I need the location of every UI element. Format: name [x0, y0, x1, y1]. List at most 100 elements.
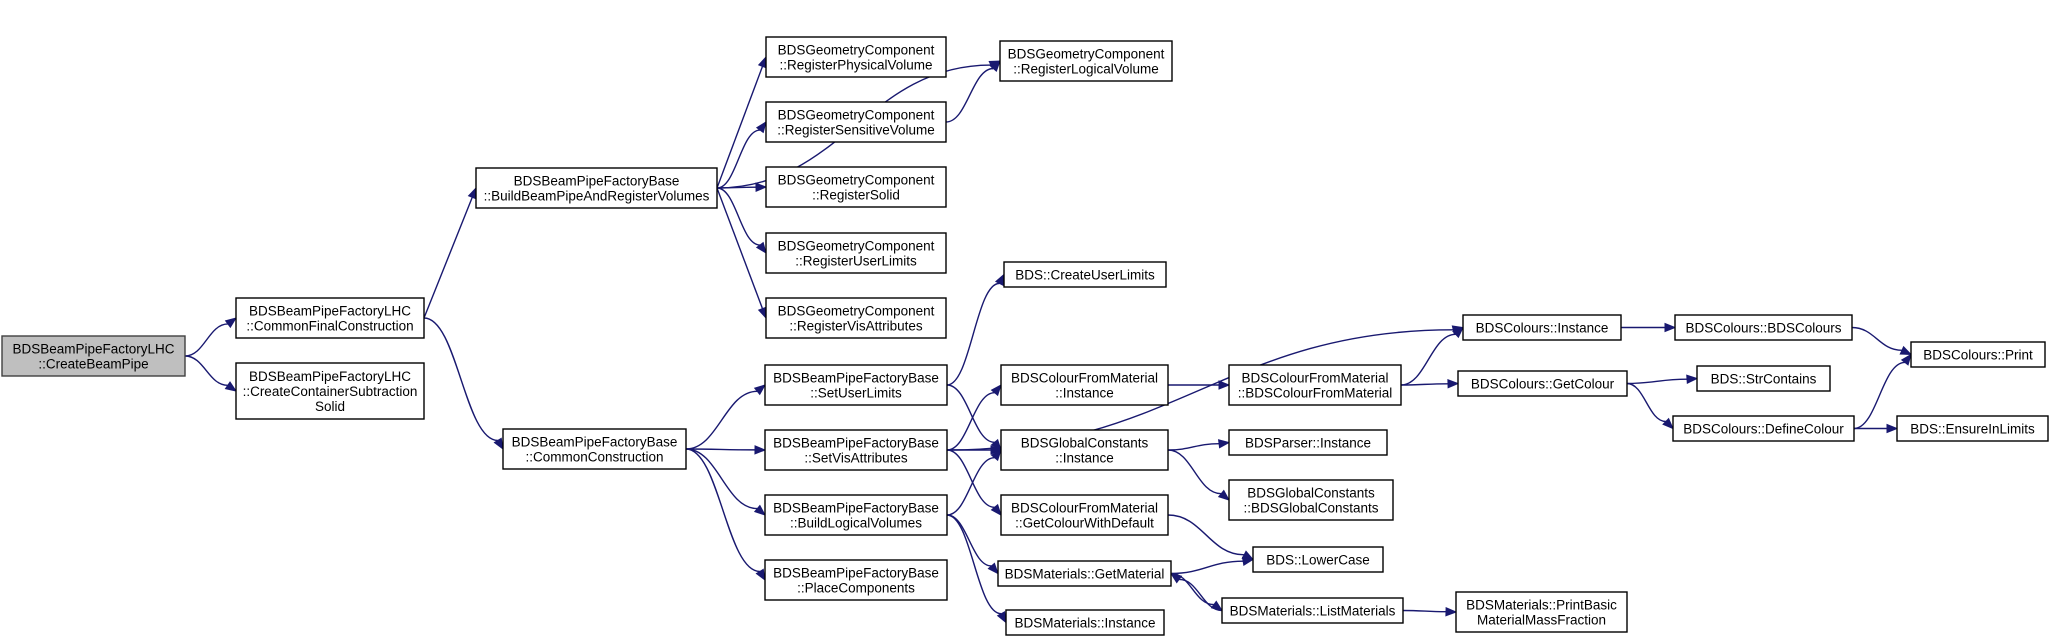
- edge-line: [423, 317, 498, 442]
- node-reguserlimits[interactable]: BDSGeometryComponent::RegisterUserLimits: [765, 232, 947, 274]
- edge-line: [1167, 443, 1220, 451]
- arrowhead: [989, 59, 1001, 73]
- node-regphysical[interactable]: BDSGeometryComponent::RegisterPhysicalVo…: [765, 36, 947, 78]
- node-box: [1000, 364, 1169, 406]
- node-label-line: BDSMaterials::Instance: [1014, 616, 1155, 631]
- edge-setuserlimits-to-globalconstants_instance: [946, 384, 1002, 452]
- arrowhead: [990, 503, 1002, 517]
- edge-buildandregister-to-regsensitive: [716, 120, 767, 189]
- node-regsensitive[interactable]: BDSGeometryComponent::RegisterSensitiveV…: [765, 101, 947, 143]
- node-commonfinal[interactable]: BDSBeamPipeFactoryLHC::CommonFinalConstr…: [235, 297, 425, 339]
- edge-line: [716, 187, 761, 246]
- edge-line: [685, 448, 760, 573]
- node-createcontainer[interactable]: BDSBeamPipeFactoryLHC::CreateContainerSu…: [235, 362, 425, 420]
- node-colours_ctor[interactable]: BDSColours::BDSColours: [1674, 314, 1853, 341]
- node-label-line: BDSGeometryComponent: [778, 239, 935, 254]
- node-regvisattr[interactable]: BDSGeometryComponent::RegisterVisAttribu…: [765, 297, 947, 339]
- arrowhead: [757, 306, 767, 320]
- node-colours_instance[interactable]: BDSColours::Instance: [1462, 314, 1622, 341]
- node-box: [999, 40, 1173, 82]
- edge-createbeampipe-to-createcontainer: [184, 355, 238, 392]
- node-createuserlimits[interactable]: BDS::CreateUserLimits: [1003, 261, 1167, 288]
- edge-line: [685, 448, 756, 451]
- arrowhead: [753, 384, 767, 396]
- node-globalconstants_ctor[interactable]: BDSGlobalConstants::BDSGlobalConstants: [1228, 479, 1394, 521]
- node-box: [1672, 415, 1855, 442]
- arrowhead: [755, 568, 766, 582]
- node-getcolourwithdefault[interactable]: BDSColourFromMaterial::GetColourWithDefa…: [1000, 494, 1169, 536]
- edge-line: [1851, 326, 1902, 352]
- edge-getcolourwithdefault-to-lowercase: [1167, 514, 1255, 561]
- node-strcontains[interactable]: BDS::StrContains: [1696, 365, 1831, 392]
- node-label-line: BDS::StrContains: [1711, 372, 1817, 387]
- arrowhead: [1452, 326, 1464, 339]
- node-label-line: ::CommonConstruction: [525, 450, 663, 465]
- node-box: [1457, 370, 1628, 397]
- node-colourfrommat_ctor[interactable]: BDSColourFromMaterial::BDSColourFromMate…: [1228, 364, 1402, 406]
- node-printbasic[interactable]: BDSMaterials::PrintBasicMaterialMassFrac…: [1455, 591, 1628, 633]
- node-createbeampipe[interactable]: BDSBeamPipeFactoryLHC::CreateBeamPipe: [1, 335, 186, 377]
- node-regsolid[interactable]: BDSGeometryComponent::RegisterSolid: [765, 166, 947, 208]
- edge-buildlogical-to-materials_instance: [946, 514, 1007, 624]
- edge-buildandregister-to-regsolid: [716, 182, 768, 192]
- node-label-line: ::RegisterSolid: [812, 188, 900, 203]
- node-parser_instance[interactable]: BDSParser::Instance: [1228, 429, 1388, 456]
- edge-line: [946, 282, 1000, 386]
- node-box: [1228, 364, 1402, 406]
- node-box: [764, 429, 948, 471]
- node-colours_print[interactable]: BDSColours::Print: [1910, 341, 2046, 368]
- node-label-line: BDSBeamPipeFactoryLHC: [12, 342, 174, 357]
- arrowhead: [990, 445, 1003, 455]
- node-lowercase[interactable]: BDS::LowerCase: [1252, 546, 1384, 573]
- node-setuserlimits[interactable]: BDSBeamPipeFactoryBase::SetUserLimits: [764, 364, 948, 406]
- edge-definecolour-to-colours_print: [1853, 353, 1912, 430]
- node-label-line: ::RegisterVisAttributes: [789, 319, 923, 334]
- node-box: [765, 36, 947, 78]
- node-definecolour[interactable]: BDSColours::DefineColour: [1672, 415, 1855, 442]
- edge-line: [1400, 333, 1456, 386]
- edge-buildandregister-to-reguserlimits: [716, 187, 767, 255]
- arrowhead: [1217, 489, 1231, 501]
- node-label-line: ::BDSGlobalConstants: [1243, 501, 1378, 516]
- node-label-line: BDSBeamPipeFactoryBase: [514, 174, 680, 189]
- edge-line: [716, 129, 761, 189]
- node-label-line: ::PlaceComponents: [797, 581, 915, 596]
- node-ensureinlimits[interactable]: BDS::EnsureInLimits: [1896, 415, 2049, 442]
- arrowhead: [990, 448, 1002, 462]
- edge-listmaterials-to-printbasic: [1402, 606, 1458, 617]
- node-colours_getcolour[interactable]: BDSColours::GetColour: [1457, 370, 1628, 397]
- node-box: [1228, 429, 1388, 456]
- arrowhead: [1445, 606, 1458, 617]
- node-colourfrommat_instance[interactable]: BDSColourFromMaterial::Instance: [1000, 364, 1169, 406]
- edge-commonfinal-to-commonconstruction: [423, 317, 504, 451]
- node-listmaterials[interactable]: BDSMaterials::ListMaterials: [1221, 597, 1404, 624]
- node-label-line: BDSParser::Instance: [1245, 436, 1371, 451]
- node-label-line: BDSMaterials::PrintBasic: [1466, 598, 1617, 613]
- edge-setuserlimits-to-createuserlimits: [946, 273, 1005, 386]
- edge-colours_getcolour-to-definecolour: [1626, 382, 1674, 430]
- node-setvisattr[interactable]: BDSBeamPipeFactoryBase::SetVisAttributes: [764, 429, 948, 471]
- edge-commonconstruction-to-buildlogical: [685, 448, 767, 516]
- arrowhead: [1218, 439, 1231, 449]
- node-box: [764, 559, 948, 601]
- node-commonconstruction[interactable]: BDSBeamPipeFactoryBase::CommonConstructi…: [502, 428, 687, 470]
- edge-line: [1853, 361, 1906, 430]
- node-buildandregister[interactable]: BDSBeamPipeFactoryBase::BuildBeamPipeAnd…: [475, 167, 718, 209]
- edge-line: [1626, 378, 1688, 385]
- edge-line: [1179, 578, 1223, 612]
- edge-buildandregister-to-regphysical: [716, 55, 767, 189]
- edge-globalconstants_instance-to-parser_instance: [1167, 439, 1231, 451]
- edge-colourfrommat_ctor-to-colours_instance: [1400, 326, 1464, 386]
- node-materials_instance[interactable]: BDSMaterials::Instance: [1005, 609, 1165, 636]
- node-label-line: BDSColours::Instance: [1476, 321, 1609, 336]
- node-label-line: ::CreateContainerSubtraction: [243, 384, 418, 399]
- node-label-line: BDSMaterials::ListMaterials: [1230, 604, 1396, 619]
- edge-line: [946, 514, 992, 567]
- node-placecomponents[interactable]: BDSBeamPipeFactoryBase::PlaceComponents: [764, 559, 948, 601]
- node-globalconstants_instance[interactable]: BDSGlobalConstants::Instance: [1000, 429, 1169, 471]
- node-materials_getmaterial[interactable]: BDSMaterials::GetMaterial: [997, 560, 1172, 587]
- node-buildlogical[interactable]: BDSBeamPipeFactoryBase::BuildLogicalVolu…: [764, 494, 948, 536]
- node-reglogical[interactable]: BDSGeometryComponent::RegisterLogicalVol…: [999, 40, 1173, 82]
- arrowhead: [224, 317, 238, 329]
- node-box: [1, 335, 186, 377]
